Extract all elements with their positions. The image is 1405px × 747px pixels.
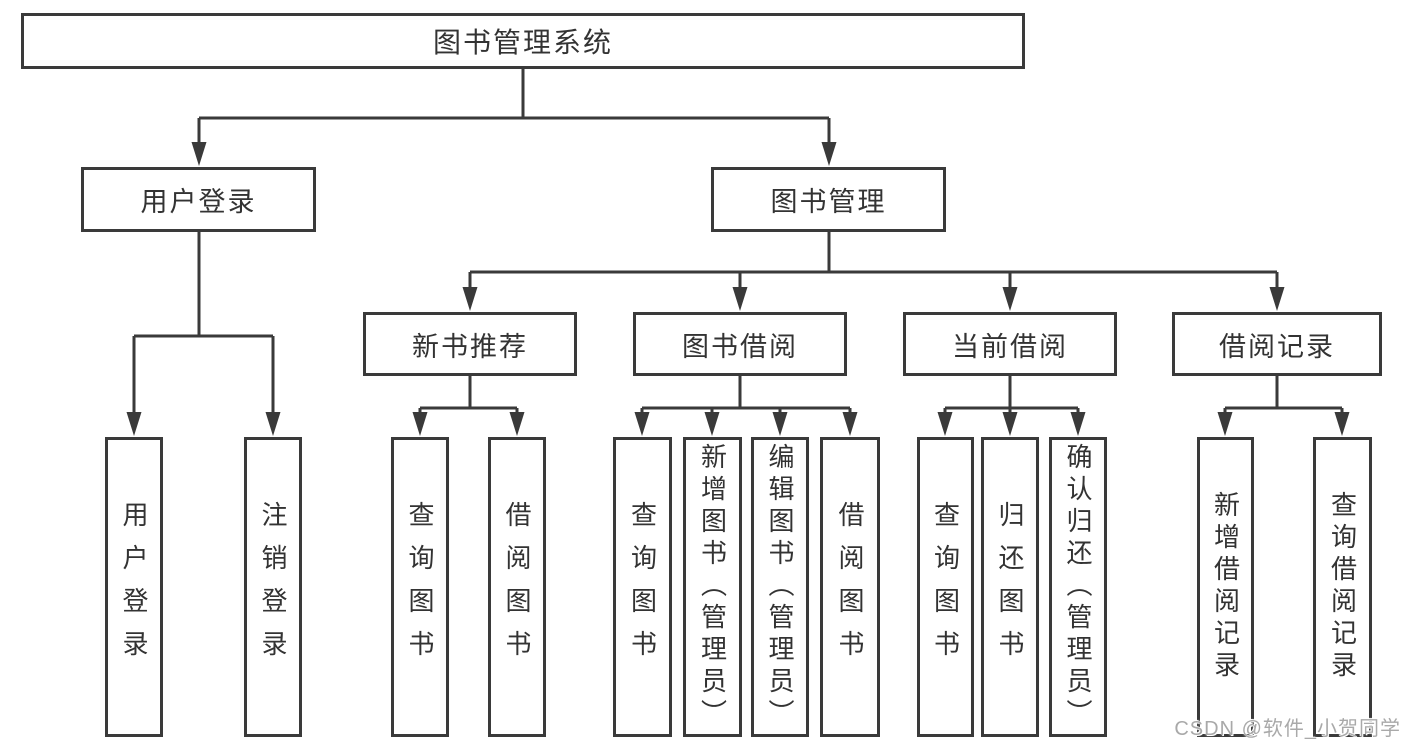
connector-root-to-level2: [191, 69, 837, 166]
leaf-query-borrow-record: 查询借阅记录: [1313, 437, 1372, 737]
node-label: 查询图书: [627, 501, 658, 673]
csdn-watermark: CSDN @软件_小贺同学: [1174, 718, 1401, 740]
leaf-query-books-recommend: 查询图书: [391, 437, 449, 737]
node-book-management: 图书管理: [711, 167, 946, 232]
node-label: 新增借阅记录: [1210, 491, 1241, 683]
connector-new-book-recommend-branch: [412, 376, 525, 436]
leaf-add-borrow-record: 新增借阅记录: [1197, 437, 1254, 737]
node-label: 新增图书（管理员）: [697, 443, 728, 731]
connector-user-login-branch: [126, 232, 281, 436]
node-label: 借阅记录: [1219, 331, 1335, 362]
node-label: 图书借阅: [682, 331, 798, 362]
node-label: 新书推荐: [412, 331, 528, 362]
node-label: 归还图书: [995, 501, 1025, 673]
node-label: 当前借阅: [952, 331, 1068, 362]
node-label: 查询借阅记录: [1327, 491, 1358, 683]
node-label: 注销登录: [258, 501, 288, 673]
node-label: 查询图书: [930, 501, 961, 673]
connector-book-borrow-branch: [634, 376, 858, 436]
leaf-query-books-current: 查询图书: [917, 437, 974, 737]
leaf-add-book-admin: 新增图书（管理员）: [683, 437, 742, 737]
node-user-login-branch: 用户登录: [81, 167, 316, 232]
node-label: 图书管理系统: [432, 27, 613, 58]
node-book-borrow: 图书借阅: [633, 312, 847, 376]
leaf-user-login: 用户登录: [105, 437, 163, 737]
leaf-query-books-borrow: 查询图书: [613, 437, 672, 737]
node-label: 用户登录: [140, 187, 257, 217]
connector-book-management-to-level3: [462, 232, 1285, 311]
leaf-edit-book-admin: 编辑图书（管理员）: [751, 437, 809, 737]
node-label: 图书管理: [770, 187, 887, 217]
node-library-system-root: 图书管理系统: [21, 13, 1025, 69]
node-label: 确认归还（管理员）: [1063, 443, 1093, 731]
leaf-confirm-return-admin: 确认归还（管理员）: [1049, 437, 1107, 737]
node-label: 用户登录: [119, 501, 149, 673]
connector-borrow-records-branch: [1217, 376, 1350, 436]
node-label: 编辑图书（管理员）: [765, 443, 795, 731]
connector-current-borrow-branch: [937, 376, 1086, 436]
leaf-borrow-books-recommend: 借阅图书: [488, 437, 546, 737]
node-label: 查询图书: [405, 501, 435, 673]
node-current-borrow: 当前借阅: [903, 312, 1117, 376]
node-new-book-recommend: 新书推荐: [363, 312, 577, 376]
leaf-logout: 注销登录: [244, 437, 302, 737]
node-label: 借阅图书: [502, 501, 532, 673]
leaf-borrow-books: 借阅图书: [820, 437, 880, 737]
leaf-return-book: 归还图书: [981, 437, 1039, 737]
node-borrow-records: 借阅记录: [1172, 312, 1382, 376]
node-label: 借阅图书: [835, 501, 865, 673]
